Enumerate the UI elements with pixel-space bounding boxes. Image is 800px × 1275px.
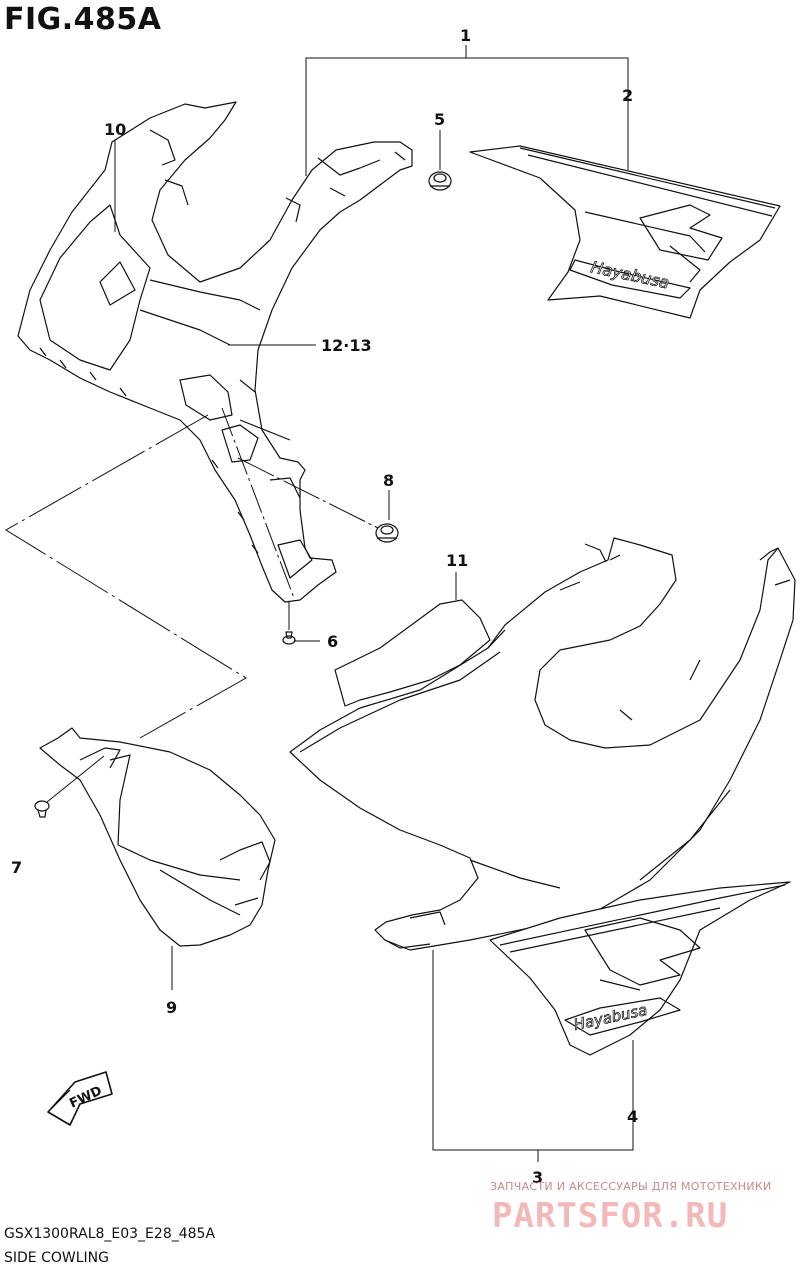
lower-cowl-part-3 — [289, 537, 796, 951]
watermark-brand: PARTSFOR.RU — [492, 1196, 729, 1236]
upper-inner-cowl-part — [17, 101, 413, 603]
figure-caption: SIDE COWLING — [4, 1250, 109, 1266]
callout-5: 5 — [434, 110, 445, 129]
grommet-part-8 — [375, 523, 399, 543]
callout-10: 10 — [104, 120, 126, 139]
callout-3: 3 — [532, 1168, 543, 1187]
callout-7: 7 — [11, 858, 22, 877]
screw-part-7 — [34, 800, 50, 818]
callout-12-13: 12·13 — [321, 336, 372, 355]
figure-title: FIG.485A — [4, 2, 162, 37]
inner-panel-part-9 — [39, 727, 276, 947]
decal-part-4 — [489, 881, 791, 1056]
callout-1: 1 — [460, 26, 471, 45]
callout-6: 6 — [327, 632, 338, 651]
fwd-arrow-icon — [47, 1071, 113, 1126]
model-code: GSX1300RAL8_E03_E28_485A — [4, 1226, 216, 1242]
decal-part-2 — [469, 145, 781, 319]
callout-9: 9 — [166, 998, 177, 1017]
callout-4: 4 — [627, 1107, 638, 1126]
screw-part-6 — [282, 631, 296, 645]
callout-11: 11 — [446, 551, 468, 570]
watermark-tagline: ЗАПЧАСТИ И АКСЕССУАРЫ ДЛЯ МОТОТЕХНИКИ — [490, 1180, 772, 1193]
grommet-part-5 — [428, 171, 452, 191]
callout-2: 2 — [622, 86, 633, 105]
callout-8: 8 — [383, 471, 394, 490]
